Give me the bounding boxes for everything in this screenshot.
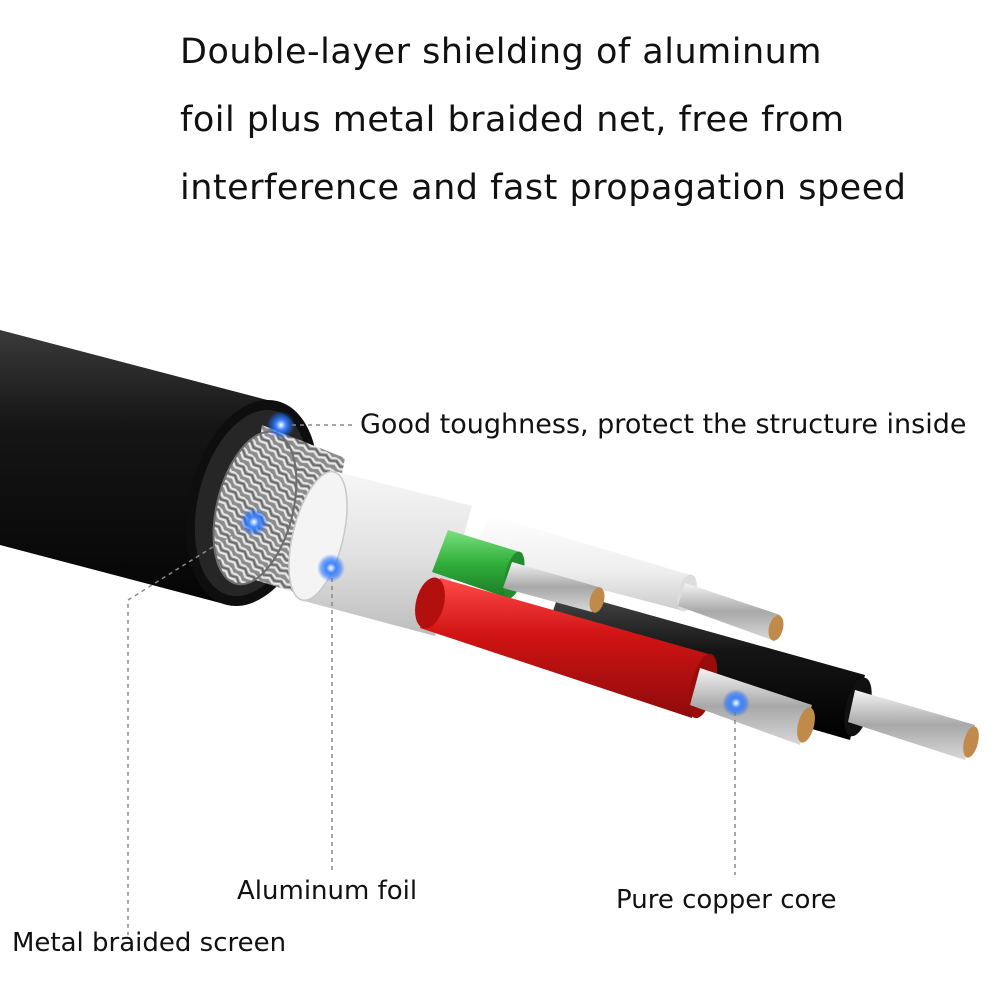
- leader-line-braid: [127, 529, 241, 935]
- red-wire: [415, 577, 815, 745]
- callout-markers: [240, 411, 750, 717]
- marker-core: [722, 689, 750, 717]
- callout-jacket: Good toughness, protect the structure in…: [360, 409, 967, 440]
- headline-line-3: interference and fast propagation speed: [180, 168, 907, 208]
- headline-line-1: Double-layer shielding of aluminum: [180, 32, 822, 72]
- green-wire: [432, 530, 605, 613]
- callout-foil: Aluminum foil: [237, 876, 418, 906]
- white-wire: [470, 515, 784, 641]
- callout-braid: Metal braided screen: [12, 928, 287, 958]
- callout-core: Pure copper core: [616, 885, 837, 915]
- headline-line-2: foil plus metal braided net, free from: [180, 100, 845, 140]
- headline: Double-layer shielding of aluminum foil …: [180, 18, 980, 222]
- marker-jacket: [267, 411, 295, 439]
- marker-braid: [240, 508, 268, 536]
- marker-foil: [317, 554, 345, 582]
- leader-lines: [127, 424, 736, 935]
